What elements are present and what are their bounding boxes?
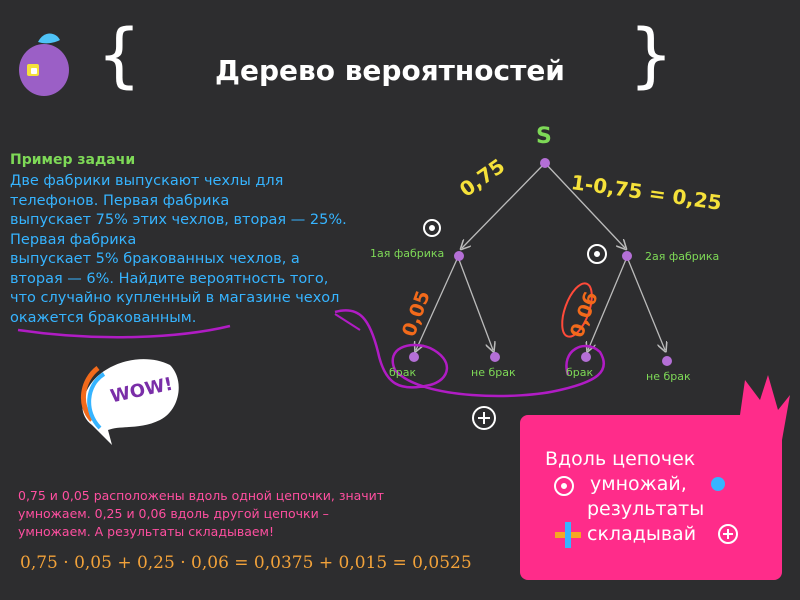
task-line: окажется бракованным. [10, 309, 197, 326]
task-line: что случайно купленный в магазине чехол [10, 290, 340, 306]
edge-f2-ok [626, 256, 665, 350]
leaf3-label: брак [566, 366, 594, 379]
node-leaf4 [662, 356, 672, 366]
node-leaf2 [490, 352, 500, 362]
node-leaf1 [409, 352, 419, 362]
rule-line: Вдоль цепочек [545, 448, 696, 470]
left-brace: { [98, 14, 141, 96]
node-factory1 [454, 251, 464, 261]
edge-f2-defect [588, 256, 628, 350]
factory1-label: 1ая фабрика [370, 247, 445, 260]
rule-line: складывай [587, 523, 697, 545]
task-line: выпускает 5% бракованных чехлов, а [10, 251, 300, 267]
rule-line: результаты [587, 498, 705, 520]
highlight-chain-path [334, 309, 606, 398]
task-line: Две фабрики выпускают чехлы для [10, 173, 284, 189]
root-label: S [536, 124, 552, 149]
task-text: Две фабрики выпускают чехлы для телефоно… [10, 172, 370, 328]
task-line: телефонов. Первая фабрика [10, 192, 230, 209]
task-line: Первая фабрика [10, 231, 137, 248]
task-line: выпускает 75% этих чехлов, вторая — 25%. [10, 212, 347, 228]
node-root [540, 158, 550, 168]
wow-sticker-icon [80, 359, 179, 445]
multiply-symbol-2 [587, 244, 607, 264]
node-factory2 [622, 251, 632, 261]
multiply-icon [554, 476, 574, 496]
plus-icon [555, 522, 581, 548]
leaf2-label: не брак [471, 366, 516, 379]
circled-plus-icon [718, 524, 738, 544]
formula: 0,75 · 0,05 + 0,25 · 0,06 = 0,0375 + 0,0… [20, 553, 472, 573]
rule-box-icons [554, 476, 738, 548]
multiply-symbol-1 [423, 219, 441, 237]
explanation-line: умножаем. А результаты складываем! [18, 524, 274, 539]
edge-root-f1 [462, 162, 546, 248]
task-line: вторая — 6%. Найдите вероятность того, [10, 270, 329, 287]
apple-logo-icon [19, 33, 69, 96]
leaf4-label: не брак [646, 370, 691, 383]
edge-root-f2 [544, 162, 625, 248]
rule-line: умножай, [590, 473, 687, 495]
node-leaf3 [581, 352, 591, 362]
blue-dot-icon [711, 477, 725, 491]
explanation-line: умножаем. 0,25 и 0,06 вдоль другой цепоч… [18, 506, 329, 521]
explanation-line: 0,75 и 0,05 расположены вдоль одной цепо… [18, 488, 385, 503]
factory2-label: 2ая фабрика [645, 250, 720, 263]
right-brace: } [630, 14, 673, 96]
leaf1-label: брак [389, 366, 417, 379]
plus-symbol [472, 406, 496, 430]
page-title: Дерево вероятностей [215, 54, 565, 87]
explanation-text: 0,75 и 0,05 расположены вдоль одной цепо… [18, 487, 458, 541]
task-heading: Пример задачи [10, 152, 136, 168]
rule-box-text: Вдоль цепочек умножай, результаты склады… [545, 447, 775, 547]
rule-box [520, 415, 782, 580]
edge-f1-defect [416, 256, 459, 350]
edge-f1-ok [457, 256, 493, 350]
